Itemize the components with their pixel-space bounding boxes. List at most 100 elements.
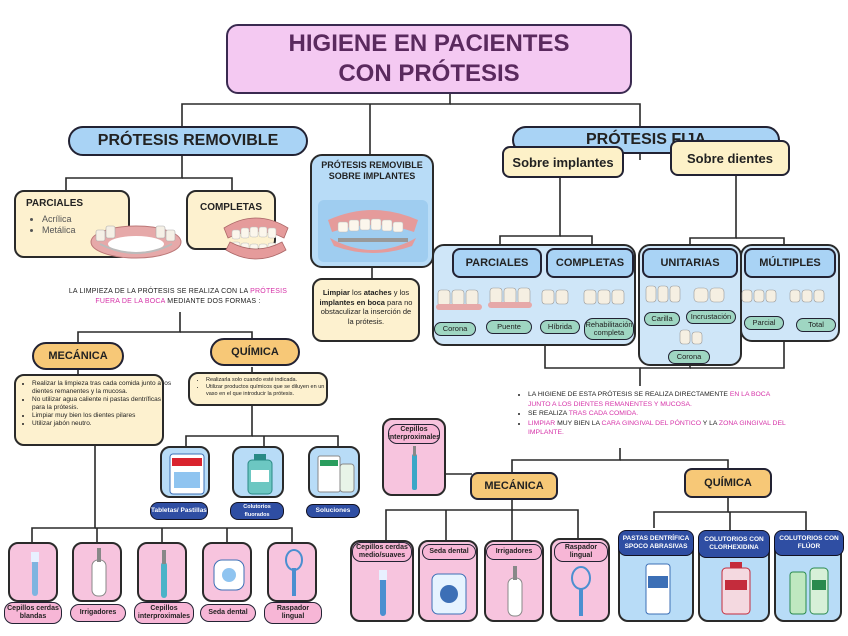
removible-completas-title: COMPLETAS (199, 202, 263, 213)
product-tablets-label: Tabletas/ Pastillas (150, 502, 208, 520)
fija-interprox-label: Cepillos interproximales (388, 424, 440, 444)
removible-parciales-list: Acrílica Metálica (30, 214, 76, 236)
tool-raspador-box (267, 542, 317, 602)
irrigator-icon (91, 548, 107, 597)
tongue-scraper-icon (571, 566, 591, 616)
fija-interprox-box: Cepillos interproximales (382, 418, 446, 496)
mouthwash-bottle-icon (721, 562, 751, 615)
irrigator-icon (507, 566, 523, 617)
fija-pasta-label: PASTAS DENTRÍFICA SPOCO ABRASIVAS (618, 530, 694, 556)
tag-hibrida: Híbrida (540, 320, 580, 334)
fija-fluor-label: COLUTORIOS CON FLÚOR (774, 530, 844, 556)
tag-puente: Puente (486, 320, 532, 334)
list-item: SE REALIZA TRAS CADA COMIDA. (528, 409, 786, 419)
tag-total: Total (796, 318, 836, 332)
tag-parcial: Parcial (744, 316, 784, 330)
product-soluciones-box (308, 446, 360, 498)
list-item: Realizarla solo cuando esté indicada. (206, 377, 336, 384)
removible-parciales-title: PARCIALES (26, 198, 84, 209)
natural-teeth-images (645, 285, 825, 303)
implant-denture-image (318, 200, 428, 262)
tool-cepillo-blando-label: Cepillos cerdas blandas (4, 602, 62, 624)
tool-seda-label: Seda dental (200, 604, 256, 622)
sobre-implantes-card: PRÓTESIS REMOVIBLE SOBRE IMPLANTES (310, 154, 434, 268)
toothbrush-icon (379, 570, 387, 616)
fija-tool-seda-label: Seda dental (422, 544, 476, 560)
dental-floss-icon (213, 559, 245, 591)
interproximal-brush-icon (161, 550, 167, 598)
removible-quimica-list: Realizarla solo cuando esté indicada. Ut… (194, 377, 336, 398)
fija-fluor-box: COLUTORIOS CON FLÚOR (774, 530, 844, 622)
list-item: Utilizar jabón neutro. (32, 420, 172, 428)
fija-pasta-box: PASTAS DENTRÍFICA SPOCO ABRASIVAS (618, 530, 694, 622)
complete-denture-image (223, 217, 289, 260)
mouthwash-bottle-icon (247, 454, 273, 495)
product-tablets-box (160, 446, 210, 498)
removible-header: PRÓTESIS REMOVIBLE (68, 126, 308, 156)
page-title: HIGIENE EN PACIENTES CON PRÓTESIS (226, 24, 632, 94)
tool-seda-box (202, 542, 252, 602)
tag-carilla: Carilla (644, 312, 680, 326)
tag-corona-unitaria: Corona (668, 350, 710, 364)
fija-tool-irrigador-box: Irrigadores (484, 540, 544, 622)
fija-tool-irrigador-label: Irrigadores (486, 544, 542, 560)
tablets-box-icon (169, 453, 205, 495)
tool-raspador-label: Raspador lingual (264, 602, 322, 624)
fija-clorhexidina-box: COLUTORIOS CON CLORHEXIDINA (698, 530, 770, 622)
fija-tool-raspador-box: Raspador lingual (550, 538, 610, 622)
toothpaste-icon (645, 563, 671, 615)
removible-quimica-label: QUÍMICA (210, 338, 300, 366)
fija-parciales-label: PARCIALES (452, 248, 542, 278)
list-item: Utilizar productos químicos que se diluy… (206, 384, 336, 398)
sobre-implantes-note-text: Limpiar los ataches y los implantes en b… (319, 288, 413, 326)
tool-interprox-box (137, 542, 187, 602)
tag-corona: Corona (434, 322, 476, 336)
fija-tool-cepillo-box: Cepillos cerdas medio/suaves (350, 540, 414, 622)
toothbrush-icon (31, 552, 39, 596)
fija-unitarias-label: UNITARIAS (642, 248, 738, 278)
fija-tool-raspador-label: Raspador lingual (554, 542, 608, 562)
fija-clorhexidina-label: COLUTORIOS CON CLORHEXIDINA (698, 530, 770, 558)
list-item: LA HIGIENE DE ESTA PRÓTESIS SE REALIZA D… (528, 390, 786, 409)
tag-rehabilitacion: Rehabilitación completa (584, 318, 634, 340)
fija-mecanica-label: MECÁNICA (470, 472, 558, 500)
tongue-scraper-icon (285, 549, 303, 596)
fija-tool-cepillo-label: Cepillos cerdas medio/suaves (352, 542, 412, 562)
list-item: Realizar la limpieza tras cada comida ju… (32, 380, 172, 396)
list-item: Acrílica (42, 214, 76, 225)
fija-sobre-implantes: Sobre implantes (502, 146, 624, 178)
fija-tool-seda-box: Seda dental (418, 540, 478, 622)
fija-quimica-label: QUÍMICA (684, 468, 772, 498)
implant-teeth-images (436, 287, 625, 310)
dental-floss-icon (431, 573, 467, 615)
removible-mecanica-card: Realizar la limpieza tras cada comida ju… (14, 374, 171, 446)
tool-irrigador-box (72, 542, 122, 602)
partial-denture-image (90, 225, 182, 259)
fija-bullets: LA HIGIENE DE ESTA PRÓTESIS SE REALIZA D… (518, 390, 786, 438)
solution-box-icon (317, 455, 355, 493)
tool-interprox-label: Cepillos interproximales (134, 602, 194, 624)
fluoride-mouthwash-icon (789, 567, 829, 615)
single-crown-image (679, 329, 703, 345)
list-item: LIMPIAR MUY BIEN LA CARA GINGIVAL DEL PÓ… (528, 419, 786, 438)
removible-mecanica-label: MECÁNICA (32, 342, 124, 370)
sobre-implantes-note: Limpiar los ataches y los implantes en b… (312, 278, 420, 342)
fija-sobre-dientes: Sobre dientes (670, 140, 790, 176)
removible-note: LA LIMPIEZA DE LA PRÓTESIS SE REALIZA CO… (68, 288, 288, 305)
tag-incrustacion: Incrustación (686, 310, 736, 324)
removible-mecanica-list: Realizar la limpieza tras cada comida ju… (20, 380, 172, 428)
list-item: No utilizar agua caliente ni pastas dent… (32, 396, 172, 412)
list-item: Metálica (42, 225, 76, 236)
tool-cepillo-blando-box (8, 542, 58, 602)
page-title-text: HIGIENE EN PACIENTES CON PRÓTESIS (288, 30, 570, 87)
list-item: Limpiar muy bien los dientes pilares (32, 412, 172, 420)
interproximal-brush-icon (412, 446, 417, 490)
product-colutorios-box (232, 446, 284, 498)
tool-irrigador-label: Irrigadores (70, 604, 126, 622)
removible-quimica-card: Realizarla solo cuando esté indicada. Ut… (188, 372, 328, 406)
fija-completas-label: COMPLETAS (546, 248, 634, 278)
product-colutorios-label: Colutorios fluorados (230, 502, 284, 520)
product-soluciones-label: Soluciones (306, 504, 360, 518)
fija-multiples-label: MÚLTIPLES (744, 248, 836, 278)
sobre-implantes-title: PRÓTESIS REMOVIBLE SOBRE IMPLANTES (321, 160, 423, 181)
